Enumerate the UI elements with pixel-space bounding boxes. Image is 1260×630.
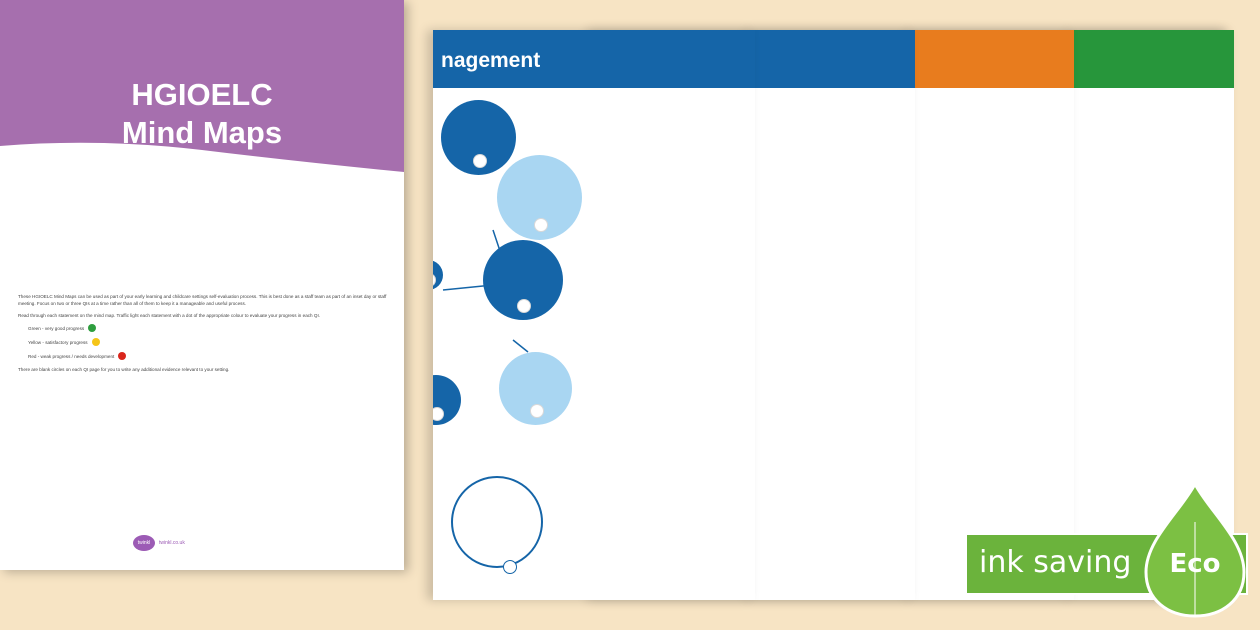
traffic-light-dot-icon[interactable] — [472, 154, 487, 169]
statement-bubble — [497, 155, 582, 240]
mind-map-page-1: nagement — [433, 30, 755, 600]
connector-line — [512, 339, 529, 353]
legend-label: Yellow - satisfactory progress — [28, 339, 88, 345]
cover-page: HGIOELC Mind Maps These HGIOELC Mind Map… — [0, 0, 404, 570]
traffic-light-dot-icon[interactable] — [433, 273, 436, 288]
legend-item-red: Red - weak progress / needs development — [28, 352, 390, 360]
legend-label: Red - weak progress / needs development — [28, 353, 115, 359]
eco-label: Eco — [1169, 549, 1220, 579]
cover-title-line2: Mind Maps — [121, 115, 283, 150]
cover-title-band — [0, 0, 404, 180]
cover-title-line1: HGIOELC — [131, 77, 273, 112]
cover-body: These HGIOELC Mind Maps can be used as p… — [18, 293, 390, 378]
page-banner: nagement — [433, 30, 755, 88]
eco-leaf-icon: Eco — [1144, 482, 1246, 618]
blank-evidence-circle[interactable] — [451, 476, 543, 568]
traffic-light-dot-icon[interactable] — [517, 298, 531, 313]
cover-intro: These HGIOELC Mind Maps can be used as p… — [18, 294, 387, 306]
traffic-light-dot-icon[interactable] — [433, 406, 444, 421]
legend-label: Green - very good progress — [28, 325, 85, 331]
statement-bubble — [433, 260, 443, 290]
green-dot-icon — [88, 324, 97, 332]
twinkl-logo: twinkl twinkl.co.uk — [133, 535, 185, 551]
cover-footer-note: There are blank circles on each QI page … — [18, 367, 230, 372]
legend-item-green: Green - very good progress — [28, 324, 390, 332]
legend-item-yellow: Yellow - satisfactory progress — [28, 338, 390, 346]
logo-mark: twinkl — [133, 535, 155, 551]
ink-saving-label: ink saving — [979, 545, 1132, 580]
traffic-light-dot-icon[interactable] — [533, 218, 548, 233]
statement-bubble — [441, 100, 516, 175]
yellow-dot-icon — [91, 338, 100, 346]
traffic-light-dot-icon[interactable] — [529, 404, 544, 419]
blank-traffic-light-dot-icon[interactable] — [503, 560, 517, 574]
cover-band-shape — [0, 0, 404, 172]
page-banner-title: nagement — [441, 49, 541, 72]
logo-url: twinkl.co.uk — [159, 540, 185, 546]
statement-bubble — [483, 240, 563, 320]
cover-instructions: Read through each statement on the mind … — [18, 313, 321, 318]
red-dot-icon — [118, 352, 127, 360]
statement-bubble — [499, 352, 572, 425]
